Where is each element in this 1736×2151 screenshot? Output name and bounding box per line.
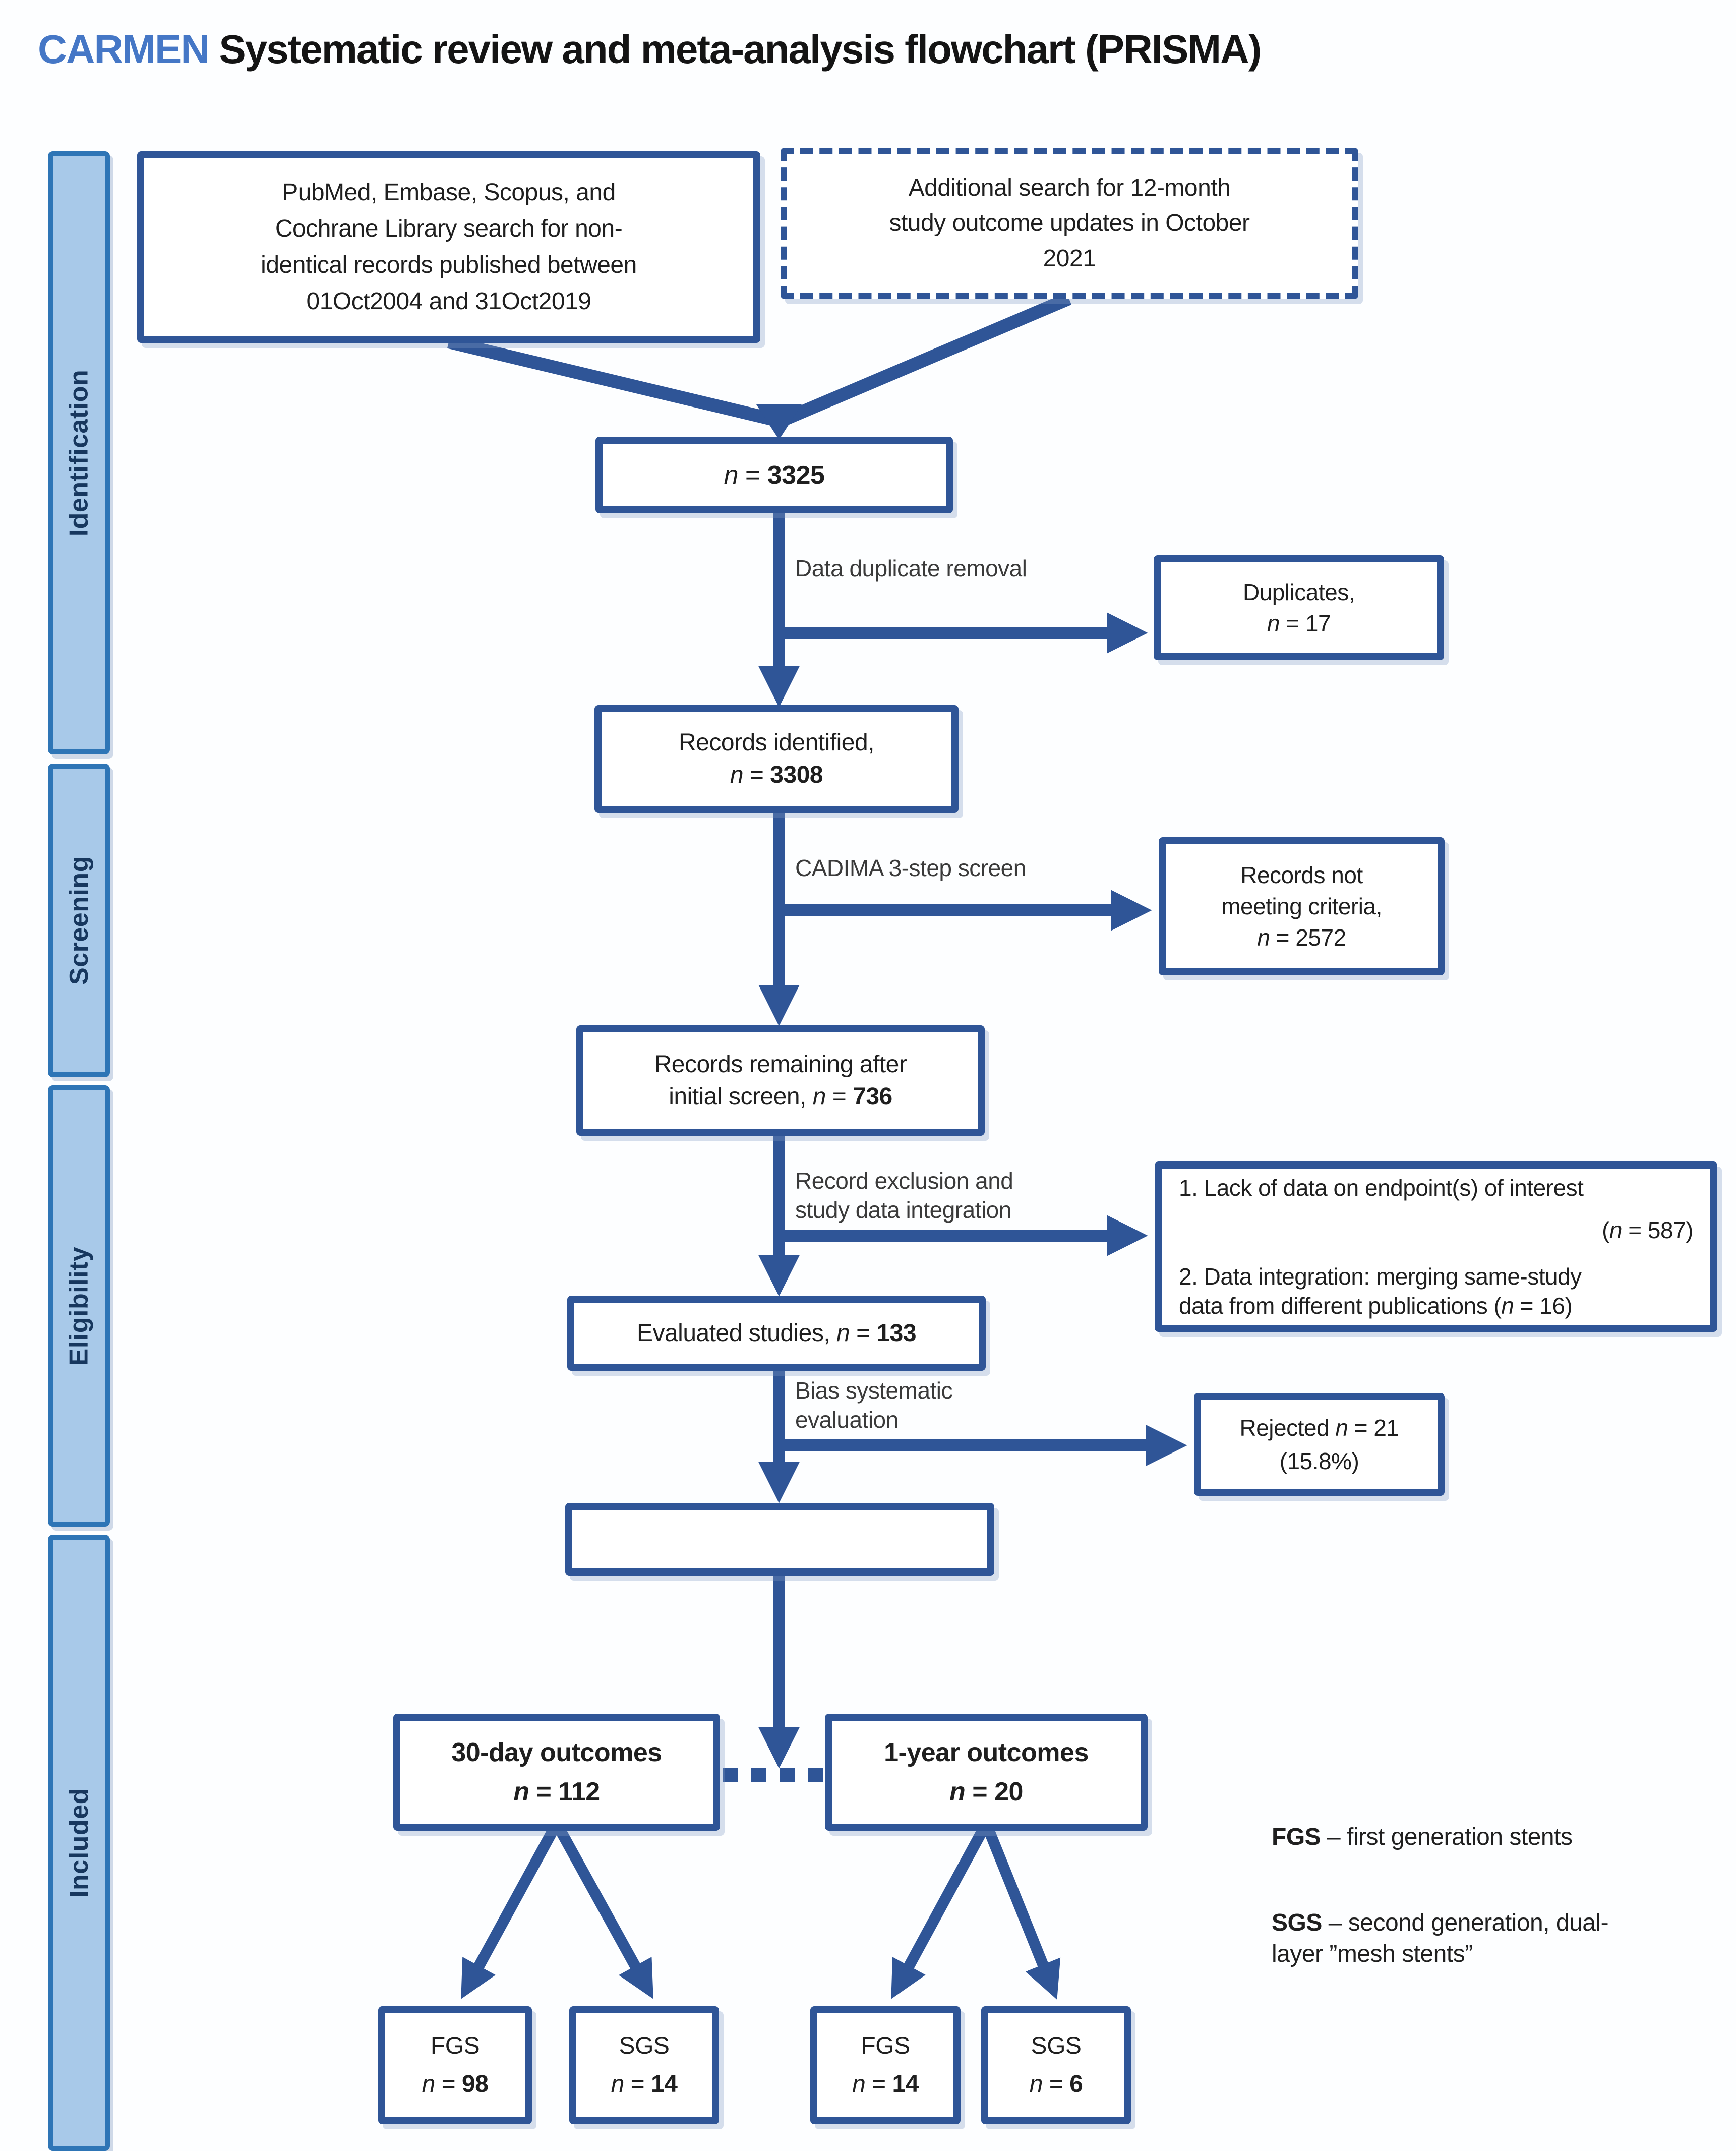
legend-sgs-definition: – second generation, dual- layer ”mesh s… [1272,1909,1609,1967]
box-sgs-1year-text: SGS n = 6 [1029,2032,1083,2098]
legend-fgs-term: FGS [1272,1824,1321,1850]
stage-label: Eligibility [64,1246,94,1366]
box-database-search: PubMed, Embase, Scopus, and Cochrane Lib… [137,151,760,343]
title-brand: CARMEN [38,27,210,72]
box-records-identified: Records identified, n = 3308 [594,705,959,813]
converge-arrowhead-icon [756,404,802,440]
box-fgs-30day: FGS n = 98 [378,2006,532,2124]
box-rejected: Rejected n = 21 (15.8%) [1194,1393,1445,1496]
box-records-remaining-text: Records remaining after initial screen, … [654,1051,907,1110]
box-evaluated-studies: Evaluated studies, n = 133 [567,1296,986,1371]
box-duplicates-text: Duplicates, n = 17 [1242,579,1355,636]
box-duplicates: Duplicates, n = 17 [1154,555,1444,660]
stage-label: Included [64,1788,94,1898]
sidebar-stage-included: Included [48,1535,110,2151]
exclusion-item-2: 2. Data integration: merging same-study … [1179,1263,1582,1319]
box-fgs-1year: FGS n = 14 [810,2006,961,2124]
box-evaluated-studies-text: Evaluated studies, n = 133 [636,1319,917,1347]
box-outcomes-1year-text: 1-year outcomes n = 20 [884,1738,1089,1807]
sidebar-stage-identification: Identification [48,151,110,754]
box-additional-search: Additional search for 12-month study out… [781,148,1358,299]
box-eligible-studies [565,1503,994,1576]
box-outcomes-30day-text: 30-day outcomes n = 112 [451,1738,662,1807]
sidebar-stage-screening: Screening [48,764,110,1077]
box-rejected-text: Rejected n = 21 (15.8%) [1239,1415,1399,1474]
box-records-not-meeting: Records not meeting criteria, n = 2572 [1159,837,1445,975]
box-fgs-30day-text: FGS n = 98 [422,2032,489,2098]
page-title: CARMEN Systematic review and meta-analys… [38,26,1262,73]
title-rest: Systematic review and meta-analysis flow… [209,27,1262,72]
sidebar-stage-eligibility: Eligibility [48,1085,110,1527]
label-record-exclusion: Record exclusion and study data integrat… [795,1168,1013,1223]
box-total-records-text: n = 3325 [724,460,825,490]
box-records-not-meeting-text: Records not meeting criteria, n = 2572 [1221,862,1382,951]
box-outcomes-30day: 30-day outcomes n = 112 [393,1714,720,1831]
stage-label: Screening [64,856,94,985]
box-additional-search-text: Additional search for 12-month study out… [889,175,1250,272]
stage-label: Identification [64,369,94,537]
box-records-identified-text: Records identified, n = 3308 [678,729,875,788]
label-cadima-screen: CADIMA 3-step screen [795,855,1026,881]
box-sgs-30day-text: SGS n = 14 [611,2032,678,2098]
legend-sgs-term: SGS [1272,1909,1322,1936]
legend-fgs: FGS – first generation stents [1272,1822,1735,1853]
box-sgs-30day: SGS n = 14 [569,2006,719,2124]
box-records-remaining: Records remaining after initial screen, … [576,1025,985,1136]
box-total-records: n = 3325 [595,437,953,513]
exclusion-item-1-count: (n = 587) [1602,1217,1693,1243]
label-bias-evaluation: Bias systematic evaluation [795,1377,953,1433]
box-sgs-1year: SGS n = 6 [981,2006,1131,2124]
box-database-search-text: PubMed, Embase, Scopus, and Cochrane Lib… [261,179,637,315]
exclusion-item-1: 1. Lack of data on endpoint(s) of intere… [1179,1175,1584,1201]
box-outcomes-1year: 1-year outcomes n = 20 [825,1714,1148,1831]
label-data-duplicate-removal: Data duplicate removal [795,555,1027,582]
legend-sgs: SGS – second generation, dual- layer ”me… [1272,1907,1735,1970]
legend-fgs-definition: – first generation stents [1321,1824,1573,1850]
box-fgs-1year-text: FGS n = 14 [852,2032,919,2098]
box-exclusion-reasons: 1. Lack of data on endpoint(s) of intere… [1155,1161,1717,1332]
